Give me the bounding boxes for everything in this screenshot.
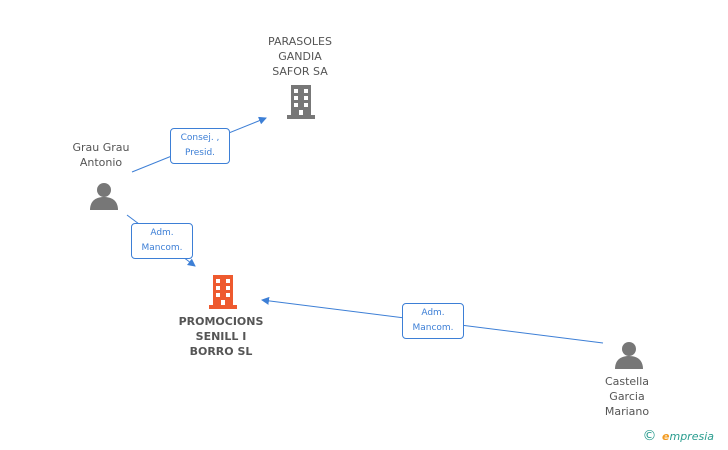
edge-label-castella-promocions: Adm. Mancom. — [402, 303, 464, 339]
person-icon[interactable] — [614, 340, 644, 370]
brand-logo: empresia — [662, 430, 714, 443]
main-building-icon[interactable] — [207, 275, 239, 309]
copyright-symbol: © — [642, 428, 657, 444]
person-icon[interactable] — [89, 181, 119, 211]
node-label-grau[interactable]: Grau Grau Antonio — [72, 141, 130, 169]
building-icon[interactable] — [285, 85, 317, 119]
node-label-parasoles[interactable]: PARASOLES GANDIA SAFOR SA — [268, 35, 332, 78]
node-label-promocions[interactable]: PROMOCIONS SENILL I BORRO SL — [178, 315, 264, 358]
edge-label-grau-promocions: Adm. Mancom. — [131, 223, 193, 259]
brand-footer: © empresia — [643, 428, 714, 444]
node-label-castella[interactable]: Castella Garcia Mariano — [604, 375, 650, 418]
edge-label-grau-parasoles: Consej. , Presid. — [170, 128, 230, 164]
